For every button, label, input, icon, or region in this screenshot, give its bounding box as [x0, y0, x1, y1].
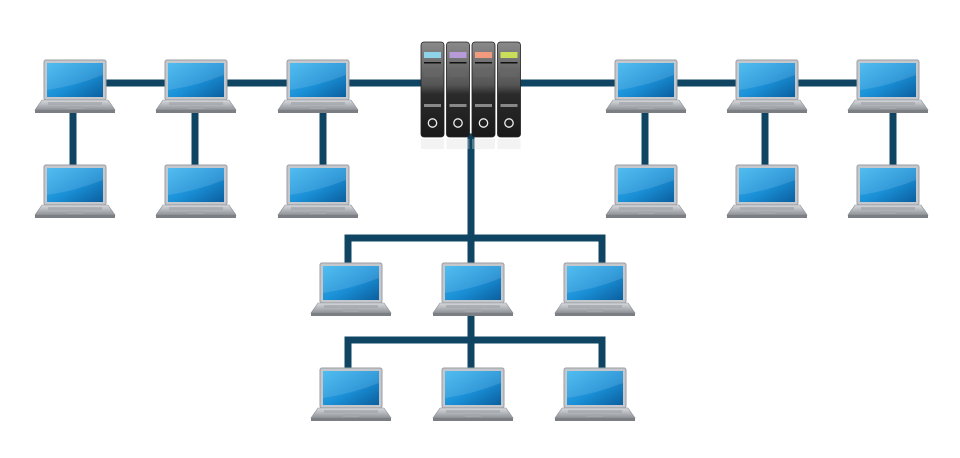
laptop-screen [860, 168, 916, 202]
laptop-icon [847, 59, 929, 113]
laptop-screen [618, 168, 674, 202]
server-indicator [424, 52, 441, 58]
laptop-icon [277, 59, 359, 113]
power-button-icon [504, 118, 514, 128]
laptop-screen [860, 63, 916, 97]
laptop-icon [432, 262, 514, 316]
laptop-screen [445, 371, 501, 405]
laptop-screen [567, 266, 623, 300]
laptop-icon [34, 164, 116, 218]
laptop-screen [618, 63, 674, 97]
laptop-icon [726, 59, 808, 113]
laptop-icon [310, 367, 392, 421]
laptop-icon [155, 164, 237, 218]
laptop-screen [47, 63, 103, 97]
laptop-icon [34, 59, 116, 113]
laptop-screen [47, 168, 103, 202]
laptop-screen [323, 266, 379, 300]
laptop-icon [554, 262, 636, 316]
power-button-icon [453, 118, 463, 128]
laptop-icon [554, 367, 636, 421]
power-button-icon [427, 118, 438, 128]
laptop-nodes [34, 59, 929, 421]
laptop-icon [277, 164, 359, 218]
server-indicator [449, 52, 467, 58]
server-indicator [475, 52, 492, 58]
laptop-screen [168, 63, 224, 97]
laptop-screen [323, 371, 379, 405]
server-unit [471, 41, 496, 149]
laptop-screen [739, 63, 795, 97]
laptop-icon [726, 164, 808, 218]
server-unit [420, 41, 445, 149]
laptop-icon [605, 164, 687, 218]
laptop-icon [605, 59, 687, 113]
server-rack [420, 41, 521, 149]
laptop-icon [847, 164, 929, 218]
server-unit [446, 41, 470, 149]
network-links [69, 79, 897, 372]
laptop-icon [310, 262, 392, 316]
laptop-icon [432, 367, 514, 421]
power-button-icon [478, 118, 489, 128]
laptop-screen [445, 266, 501, 300]
server-unit [497, 41, 521, 149]
server-indicator [500, 52, 518, 58]
laptop-icon [155, 59, 237, 113]
laptop-screen [739, 168, 795, 202]
laptop-screen [168, 168, 224, 202]
laptop-screen [290, 168, 346, 202]
laptop-screen [290, 63, 346, 97]
laptop-screen [567, 371, 623, 405]
